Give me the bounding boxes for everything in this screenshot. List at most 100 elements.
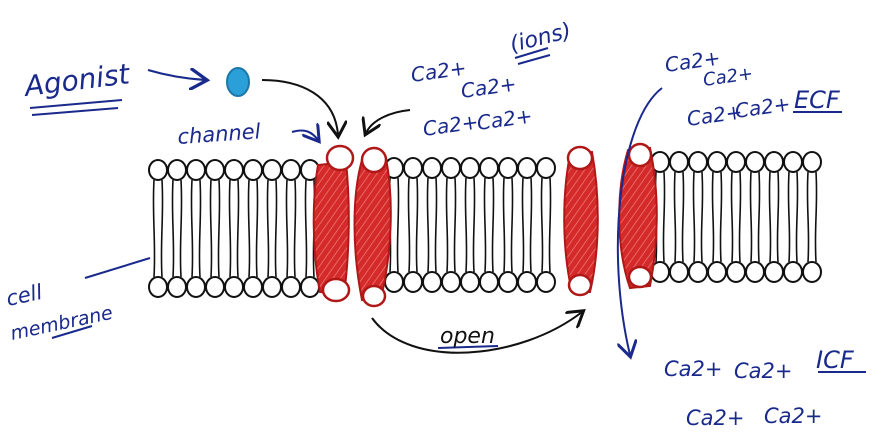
lipid-tail — [511, 178, 512, 272]
lipid-tail — [522, 178, 523, 272]
lipid-tail — [229, 180, 230, 277]
lipid-tail — [712, 172, 713, 262]
lipid-tail — [465, 178, 466, 272]
lipid-head — [461, 272, 479, 292]
ions-above-right: Ca2+ Ca2+ Ca2+ Ca2+ — [663, 45, 792, 131]
lipid-head — [282, 277, 300, 297]
lipid-head — [149, 160, 167, 180]
lipid-head — [784, 262, 802, 282]
lipid-head — [708, 152, 726, 172]
ion: Ca2+ — [664, 357, 723, 381]
lipid-tail — [248, 180, 249, 277]
lipid-tail — [796, 172, 797, 262]
agonist-label: Agonist — [21, 57, 132, 103]
lipid-head — [803, 262, 821, 282]
channel-protein-right — [564, 144, 657, 295]
agonist-arrow — [148, 70, 205, 80]
lipid-head — [746, 262, 764, 282]
lipid-tail — [739, 172, 740, 262]
lipid-tail — [530, 178, 531, 272]
lipid-head — [499, 272, 517, 292]
agonist-to-channel-arrow — [262, 80, 338, 135]
lipid-head — [225, 277, 243, 297]
lipid-tail — [416, 178, 417, 272]
lipid-head — [385, 272, 403, 292]
lipid-tail — [473, 178, 474, 272]
lipid-bilayer — [149, 152, 821, 297]
lipid-head — [187, 160, 205, 180]
lipid-head — [499, 158, 517, 178]
lipid-tail — [397, 178, 398, 272]
lipid-head — [670, 262, 688, 282]
lipid-tail — [180, 180, 181, 277]
lipid-head — [689, 262, 707, 282]
lipid-tail — [199, 180, 200, 277]
agonist-molecule — [227, 68, 249, 96]
lipid-head — [765, 152, 783, 172]
lipid-head — [480, 158, 498, 178]
lipid-head — [518, 272, 536, 292]
lipid-head — [423, 272, 441, 292]
channel-label: channel — [177, 119, 262, 149]
lipid-tail — [788, 172, 789, 262]
lipid-head — [537, 272, 555, 292]
lipid-tail — [769, 172, 770, 262]
lipid-tail — [210, 180, 211, 277]
lipid-tail — [503, 178, 504, 272]
lipid-head — [708, 262, 726, 282]
lipid-tail — [408, 178, 409, 272]
cell-label: cell — [4, 280, 44, 311]
lipid-tail — [758, 172, 759, 262]
lipid-head — [423, 158, 441, 178]
lipid-tail — [720, 172, 721, 262]
lipid-head — [765, 262, 783, 282]
lipid-tail — [541, 178, 542, 272]
lipid-tail — [701, 172, 702, 262]
lipid-head — [301, 277, 319, 297]
lipid-tail — [750, 172, 751, 262]
lipid-head — [727, 152, 745, 172]
lipid-tail — [191, 180, 192, 277]
lipid-head — [442, 158, 460, 178]
lipid-tail — [807, 172, 808, 262]
channel-label-arrow — [292, 130, 318, 140]
lipid-head — [803, 152, 821, 172]
ion: Ca2+ — [459, 71, 518, 103]
membrane-label: membrane — [8, 302, 114, 345]
lipid-head — [244, 160, 262, 180]
lipid-tail — [256, 180, 257, 277]
ions-label: (ions) — [507, 19, 573, 58]
ion: Ca2+ — [421, 109, 480, 141]
lipid-tail — [218, 180, 219, 277]
lipid-head — [282, 160, 300, 180]
lipid-tail — [153, 180, 154, 277]
lipid-head — [518, 158, 536, 178]
lipid-tail — [549, 178, 550, 272]
lipid-tail — [446, 178, 447, 272]
lipid-head — [404, 158, 422, 178]
lipid-tail — [815, 172, 816, 262]
ions-arrow — [366, 110, 410, 133]
lipid-tail — [731, 172, 732, 262]
lipid-tail — [693, 172, 694, 262]
ion: Ca2+ — [686, 406, 745, 430]
lipid-head — [404, 272, 422, 292]
ion: Ca2+ — [764, 404, 823, 428]
channel-protein-left — [314, 146, 391, 306]
lipid-tail — [294, 180, 295, 277]
lipid-head — [784, 152, 802, 172]
lipid-tail — [484, 178, 485, 272]
ion: Ca2+ — [475, 103, 534, 135]
lipid-tail — [427, 178, 428, 272]
lipid-head — [244, 277, 262, 297]
open-label: open — [440, 324, 495, 349]
lipid-tail — [435, 178, 436, 272]
lipid-tail — [674, 172, 675, 262]
lipid-head — [225, 160, 243, 180]
lipid-head — [206, 160, 224, 180]
lipid-head — [537, 158, 555, 178]
ions-above-left: Ca2+ Ca2+ Ca2+ Ca2+ — [409, 55, 534, 141]
icf-label: ICF — [816, 346, 855, 374]
lipid-head — [168, 160, 186, 180]
lipid-tail — [275, 180, 276, 277]
